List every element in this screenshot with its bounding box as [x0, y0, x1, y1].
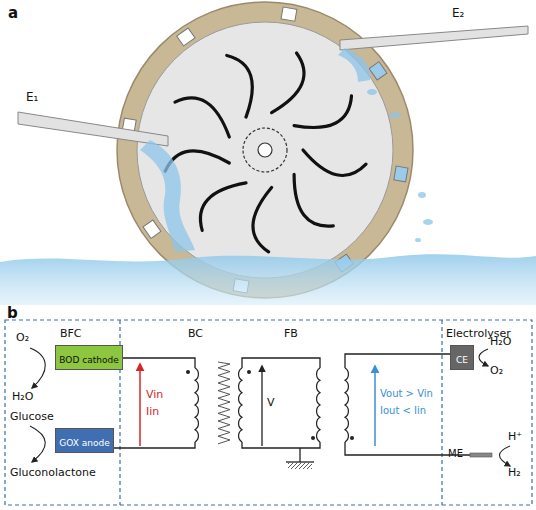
pipe-label: E₂ [452, 6, 464, 20]
node-label: BFC [60, 320, 120, 340]
ground-symbol [288, 463, 312, 469]
bucket [369, 62, 387, 80]
bucket [281, 7, 297, 21]
pipe-e1 [18, 112, 168, 146]
wheel-blade [200, 183, 246, 230]
anode-box: GOX anode [55, 428, 114, 453]
wheel-blade [227, 55, 253, 117]
water-stream [140, 48, 433, 252]
node-label: FB [284, 320, 442, 340]
wheel-blade [175, 98, 229, 137]
species-label: H₂O [12, 390, 33, 403]
voltage-arrow [261, 366, 262, 446]
signal-label: Vin [146, 388, 163, 401]
signal-label: Vout > Vin [380, 388, 433, 400]
species-label: O₂ [16, 331, 29, 344]
electrode-box: CE [450, 345, 474, 370]
pipe-e2 [340, 26, 528, 50]
species-label: H₂ [508, 466, 521, 479]
wheel-blade [294, 174, 333, 226]
wheel-blade [303, 150, 366, 176]
coil [195, 362, 348, 444]
panel-label: a [8, 4, 18, 22]
node-label: BOD cathode [59, 349, 118, 366]
me-electrode [470, 453, 492, 457]
converter-region: BC [120, 320, 280, 505]
node-label: CE [456, 349, 468, 366]
wheel-blade [272, 53, 304, 113]
bucket [143, 220, 161, 238]
cathode-box: BOD cathode [55, 345, 123, 370]
output-arrow [374, 366, 376, 446]
electrode-label: ME [448, 448, 463, 460]
species-label: O₂ [490, 364, 503, 377]
wire [103, 354, 470, 462]
signal-label: Iin [146, 405, 159, 418]
dashed-frame [5, 320, 532, 505]
node-label: Electrolyser [446, 320, 532, 340]
wheel-blade [253, 187, 272, 252]
wheel-blade [294, 96, 351, 128]
panel-label: b [7, 304, 18, 322]
input-arrow [139, 364, 141, 446]
bucket [394, 166, 408, 182]
signal-label: V [267, 396, 275, 409]
pipe-label: E₁ [26, 90, 38, 104]
species-label: H₂O [490, 335, 511, 348]
species-label: Glucose [10, 410, 54, 423]
species-label: Gluconolactone [10, 466, 96, 479]
species-label: H⁺ [508, 430, 522, 443]
signal-label: Iout < Iin [380, 405, 426, 417]
node-label: BC [188, 320, 280, 340]
water [0, 254, 536, 305]
bucket [177, 28, 195, 46]
node-label: GOX anode [59, 432, 109, 449]
polarity-dot [186, 370, 354, 440]
